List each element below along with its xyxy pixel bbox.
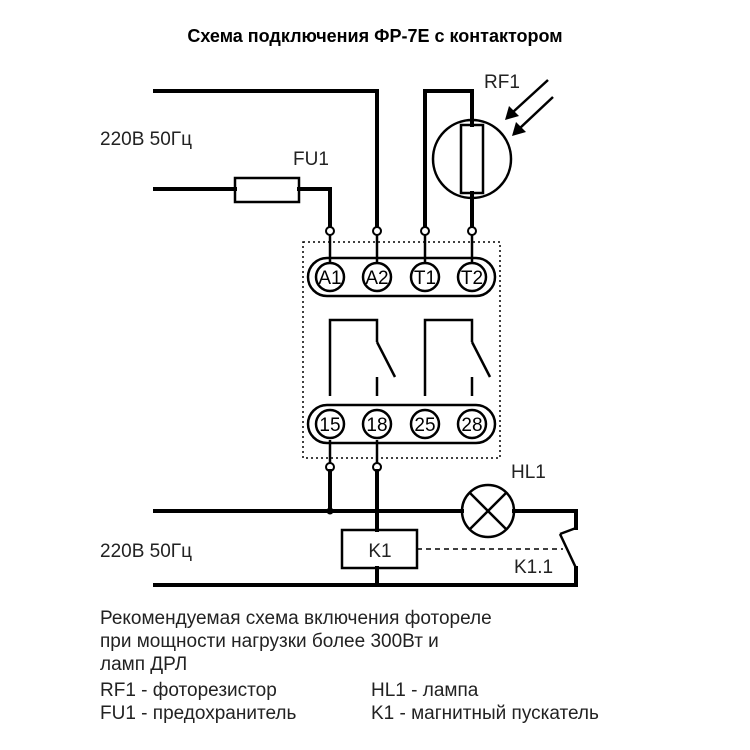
terminal-block-bottom [306,403,497,445]
terminal-25: 25 [414,415,435,436]
terminal-t2: T2 [461,268,483,289]
legend-item-hl1: HL1 - лампа [371,680,479,701]
legend-right: HL1 - лампа K1 - магнитный пускатель [371,679,599,725]
legend-item-k1: K1 - магнитный пускатель [371,703,599,724]
legend-item-rf1: RF1 - фоторезистор [100,680,277,701]
wire-lamp-to-switch [512,509,578,530]
terminal-block-top [306,256,497,298]
relay-fr7e-housing [302,241,501,459]
legend-item-fu1: FU1 - предохранитель [100,703,297,724]
label-fuse: FU1 [293,149,329,170]
terminal-a2: A2 [365,268,388,289]
note-line: при мощности нагрузки более 300Вт и [100,631,439,652]
terminal-28: 28 [461,415,482,436]
relay-contact-2 [423,318,492,396]
fuse-fu1 [233,176,301,204]
label-supply-top: 220В 50Гц [100,129,192,150]
label-lamp: HL1 [511,462,546,483]
photoresistor-rf1-body [459,123,485,195]
note-line: ламп ДРЛ [100,654,188,675]
lamp-hl1 [460,483,516,539]
terminal-t1: T1 [414,268,436,289]
terminal-dots-bottom [325,462,382,472]
photoresistor-rf1-circle [431,118,513,200]
wire-t1-to-rf1 [423,89,474,233]
supply-wire-a2 [153,89,379,233]
terminal-stubs-bottom [328,440,379,463]
label-contactor-contact: K1.1 [514,557,553,578]
terminal-a1: A1 [318,268,341,289]
wire-fuse-to-a1 [297,187,332,233]
junction-dot [326,507,334,515]
note-line: Рекомендуемая схема включения фотореле [100,608,492,629]
notes-block: Рекомендуемая схема включения фотореле п… [100,607,492,676]
label-contactor: K1 [368,541,391,562]
terminal-dots-top [325,226,477,236]
relay-contact-1 [328,318,397,396]
terminal-15: 15 [319,415,340,436]
legend-left: RF1 - фоторезистор FU1 - предохранитель [100,679,296,725]
diagram-title: Схема подключения ФР-7Е с контактором [187,26,563,46]
terminal-circles-bottom [314,408,488,440]
supply-bottom-wire-2 [153,566,578,587]
terminal-18: 18 [366,415,387,436]
terminal-circles-top [314,261,488,293]
light-arrows-icon [505,79,554,136]
label-photoresistor: RF1 [484,72,520,93]
label-supply-bottom: 220В 50Гц [100,541,192,562]
contactor-contact-k1-1 [558,526,578,569]
